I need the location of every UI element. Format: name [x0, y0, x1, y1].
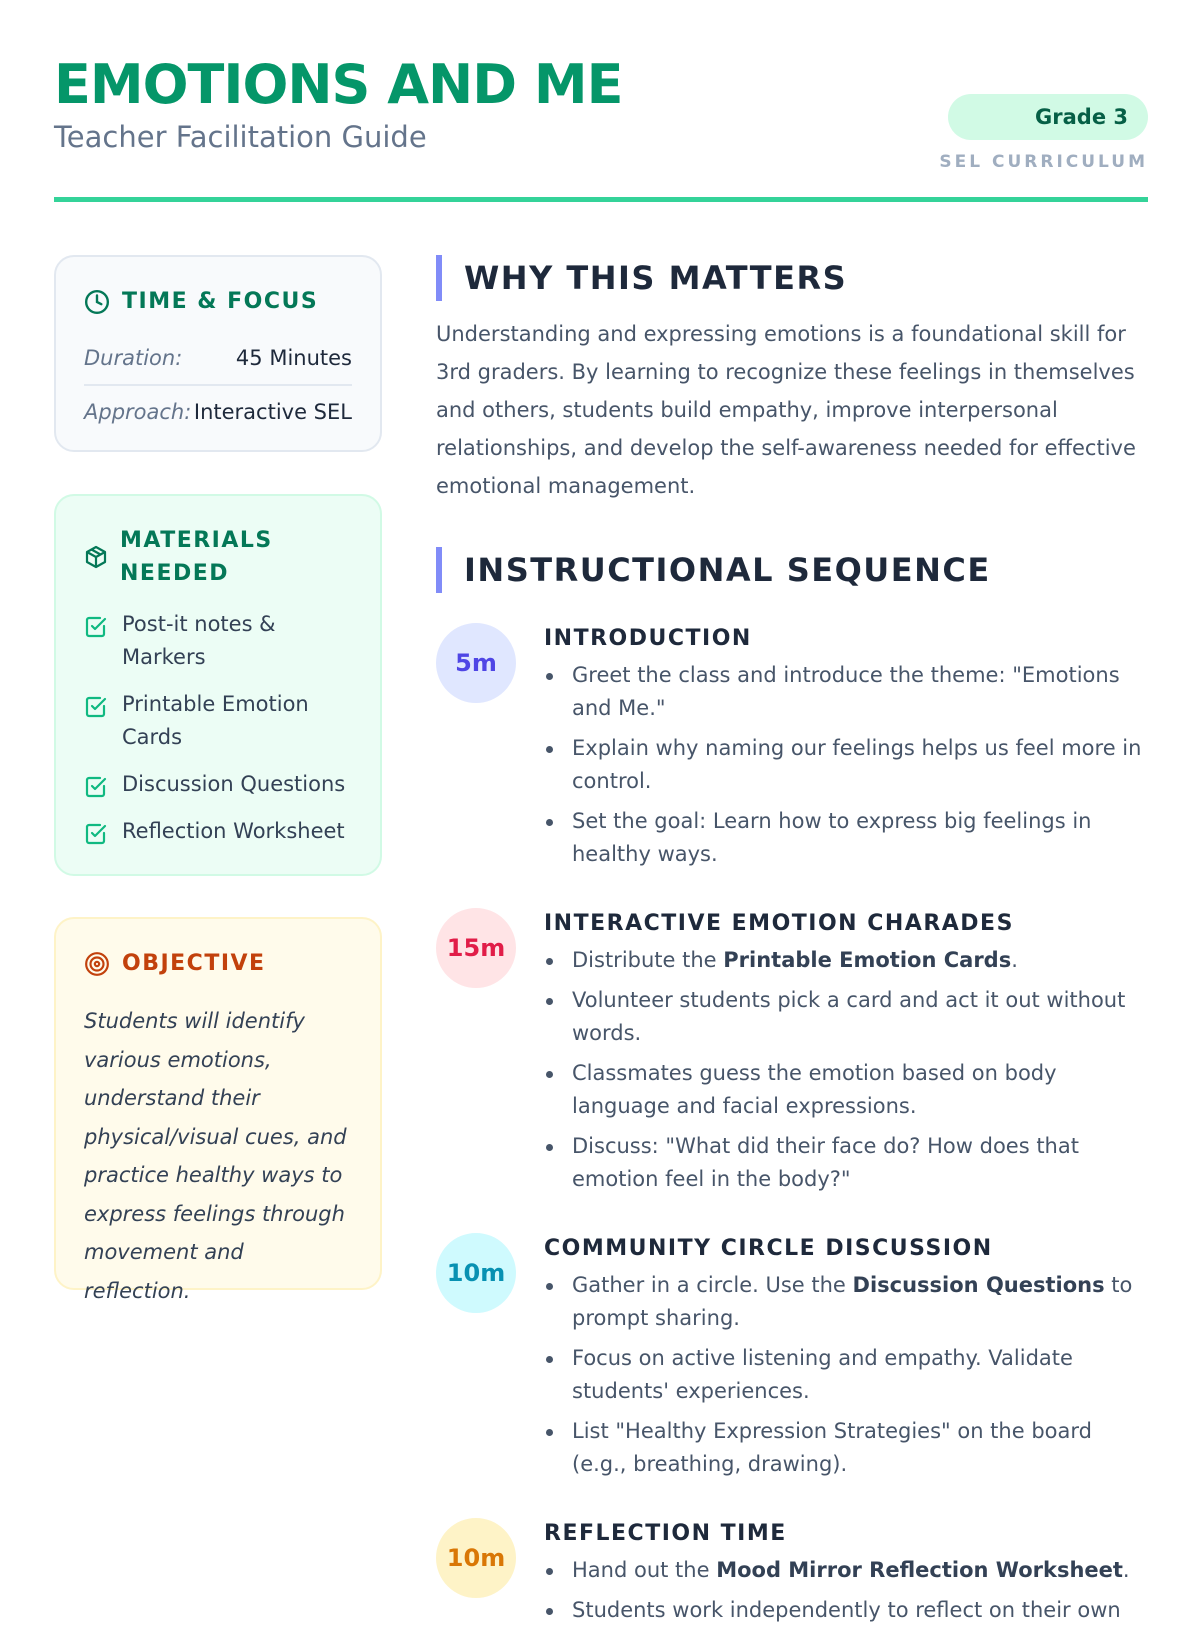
material-item: Discussion Questions — [84, 768, 352, 801]
duration-value: 45 Minutes — [235, 346, 352, 370]
duration-badge: 5m — [436, 623, 516, 703]
material-label: Reflection Worksheet — [122, 819, 345, 843]
objective-text: Students will identify various emotions,… — [84, 1009, 347, 1303]
step-item: Volunteer students pick a card and act i… — [544, 984, 1148, 1050]
material-label: Post-it notes & Markers — [122, 612, 276, 669]
approach-value: Interactive SEL — [193, 400, 352, 424]
card-header: TIME & FOCUS — [84, 285, 352, 318]
duration-badge: 10m — [436, 1518, 516, 1598]
approach-row: Approach:Interactive SEL — [84, 384, 352, 438]
step-item-text: Classmates guess the emotion based on bo… — [572, 1061, 1057, 1118]
step-item-text: Mood Mirror Reflection Worksheet — [716, 1558, 1123, 1582]
step-item: Gather in a circle. Use the Discussion Q… — [544, 1269, 1148, 1335]
step-item-text: to prompt sharing. — [572, 1273, 1133, 1330]
objective-card: OBJECTIVE Students will identify various… — [54, 917, 382, 1303]
step-title: REFLECTION TIME — [544, 1521, 787, 1546]
step-item-text: Students work independently to reflect o… — [572, 1598, 1121, 1622]
step-item-text: Discuss: "What did their face do? How do… — [572, 1134, 1079, 1191]
card-title: OBJECTIVE — [122, 951, 266, 976]
duration-label: Duration: — [84, 346, 183, 370]
material-label: Discussion Questions — [122, 772, 346, 796]
step-item-text: Focus on active listening and empathy. V… — [572, 1346, 1073, 1403]
approach-label: Approach: — [84, 400, 192, 424]
material-item: Printable Emotion Cards — [84, 688, 352, 754]
step-item: Explain why naming our feelings helps us… — [544, 732, 1148, 798]
page-title: EMOTIONS AND ME — [54, 53, 623, 116]
step-item-text: Distribute the — [572, 948, 724, 972]
checkbox-icon — [85, 616, 107, 638]
step-title: COMMUNITY CIRCLE DISCUSSION — [544, 1236, 993, 1261]
step-item: Discuss: "What did their face do? How do… — [544, 1130, 1148, 1196]
sequence-step: 15m INTERACTIVE EMOTION CHARADES Distribut… — [436, 908, 1148, 1203]
clock-icon — [84, 289, 110, 314]
checkbox-icon — [85, 696, 107, 718]
step-item: Set the goal: Learn how to express big f… — [544, 805, 1148, 871]
step-item-text: Hand out the — [572, 1558, 717, 1582]
sequence-step: 10m COMMUNITY CIRCLE DISCUSSION Gather in … — [436, 1233, 1148, 1488]
step-title: INTRODUCTION — [544, 626, 752, 651]
section-heading-sequence: INSTRUCTIONAL SEQUENCE — [436, 547, 1148, 593]
card-header: OBJECTIVE — [84, 947, 352, 980]
why-paragraph: Understanding and expressing emotions is… — [436, 322, 1136, 498]
package-icon — [85, 545, 107, 569]
card-title: TIME & FOCUS — [122, 289, 319, 314]
page-subtitle: Teacher Facilitation Guide — [54, 120, 427, 154]
step-item-text: . — [1122, 1558, 1130, 1582]
materials-card: MATERIALS NEEDED Post-it notes & Markers… — [54, 494, 382, 876]
step-item-text: Set the goal: Learn how to express big f… — [572, 809, 1092, 866]
step-list: Gather in a circle. Use the Discussion Q… — [544, 1269, 1148, 1481]
step-item: Classmates guess the emotion based on bo… — [544, 1057, 1148, 1123]
step-item-text: Explain why naming our feelings helps us… — [572, 736, 1142, 793]
duration-badge: 15m — [436, 908, 516, 988]
target-icon — [85, 951, 109, 976]
main-content: WHY THIS MATTERS Understanding and expre… — [436, 255, 1148, 1634]
grade-badge: Grade 3 — [948, 94, 1148, 140]
step-item: List "Healthy Expression Strategies" on … — [544, 1415, 1148, 1481]
duration-badge: 10m — [436, 1233, 516, 1313]
step-item: Greet the class and introduce the theme:… — [544, 659, 1148, 725]
material-item: Post-it notes & Markers — [84, 608, 352, 674]
step-item-text: Volunteer students pick a card and act i… — [572, 988, 1126, 1045]
header: EMOTIONS AND ME Teacher Facilitation Gui… — [54, 52, 1148, 202]
sequence-step: 5m INTRODUCTION Greet the class and introd… — [436, 623, 1148, 878]
material-item: Reflection Worksheet — [84, 815, 352, 848]
section-heading-why: WHY THIS MATTERS — [436, 255, 1148, 301]
time-focus-card: TIME & FOCUS Duration: 45 Minutes Approac… — [54, 255, 382, 452]
curriculum-label: SEL CURRICULUM — [939, 152, 1148, 172]
material-label: Printable Emotion Cards — [122, 692, 309, 749]
step-item-text: List "Healthy Expression Strategies" on … — [572, 1419, 1092, 1476]
step-item-text: . — [1011, 948, 1018, 972]
step-list: Greet the class and introduce the theme:… — [544, 659, 1148, 871]
step-title: INTERACTIVE EMOTION CHARADES — [544, 911, 1014, 936]
step-item-text: Printable Emotion Cards — [723, 948, 1012, 972]
sequence-steps: 5m INTRODUCTION Greet the class and introd… — [436, 623, 1148, 1634]
step-list: Distribute the Printable Emotion Cards. V… — [544, 944, 1148, 1196]
card-title: MATERIALS NEEDED — [120, 528, 273, 586]
card-header: MATERIALS NEEDED — [84, 524, 352, 590]
sequence-step: 10m REFLECTION TIME Hand out the Mood Mirr… — [436, 1518, 1148, 1634]
step-item: Hand out the Mood Mirror Reflection Work… — [544, 1554, 1130, 1587]
grade-badge-group: Grade 3 SEL CURRICULUM — [939, 94, 1148, 172]
checkbox-icon — [85, 823, 107, 845]
step-item: Focus on active listening and empathy. V… — [544, 1342, 1148, 1408]
duration-row: Duration: 45 Minutes — [84, 332, 352, 384]
step-item-text: Greet the class and introduce the theme:… — [572, 663, 1120, 720]
step-item-text: Discussion Questions — [852, 1273, 1105, 1297]
step-item-text: Gather in a circle. Use the — [572, 1273, 853, 1297]
step-item: Students work independently to reflect o… — [544, 1594, 1130, 1627]
step-item: Distribute the Printable Emotion Cards. — [544, 944, 1148, 977]
step-list: Hand out the Mood Mirror Reflection Work… — [544, 1554, 1130, 1627]
checkbox-icon — [85, 776, 107, 798]
